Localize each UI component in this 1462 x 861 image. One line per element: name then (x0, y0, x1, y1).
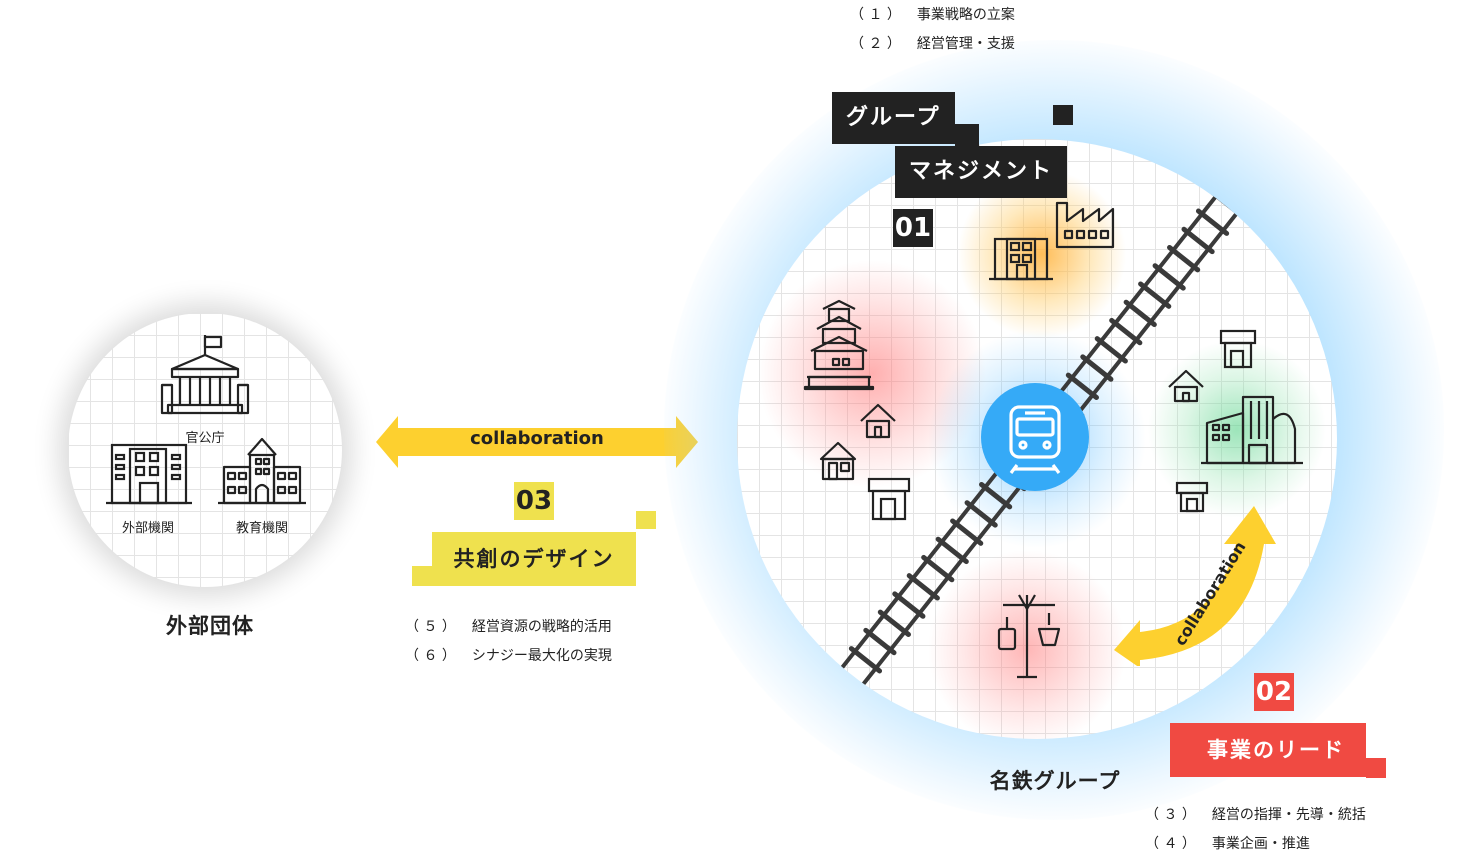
railway-tie (950, 518, 984, 546)
meitetsu-group-circle (737, 139, 1337, 739)
management-title-line2: マネジメント (895, 146, 1068, 198)
management-title-line1: グループ (832, 92, 955, 144)
management-label-accent (955, 124, 979, 146)
management-accent-square (1053, 105, 1073, 125)
railway-tie (1167, 245, 1201, 273)
external-orgs-circle: 官公庁 外部機関 教育機関 (68, 313, 342, 587)
group-icons (803, 190, 1303, 692)
house-icon (819, 441, 857, 481)
train-icon (981, 383, 1089, 491)
list-item: （ ３ ） 経営の指揮・先導・統括 (1145, 807, 1366, 823)
castle-icon (803, 299, 875, 391)
building-icon (1201, 395, 1303, 465)
shop-icon (1219, 329, 1257, 369)
railway-tie (1123, 299, 1157, 328)
section-number-03: 03 (514, 482, 554, 520)
house-icon (1168, 369, 1204, 403)
shop-icon (867, 477, 911, 521)
ropeway-icon (997, 594, 1061, 679)
design-label-accent (412, 566, 436, 586)
railway-tie (892, 591, 926, 619)
lead-label-accent (1366, 758, 1386, 778)
edu-label: 教育機関 (235, 521, 288, 536)
house-icon (860, 403, 896, 439)
lead-title: 事業のリード (1207, 738, 1345, 762)
railway-tie (906, 573, 940, 601)
management-items: （ １ ） 事業戦略の立案 （ ２ ） 経営管理・支援 (850, 1, 1015, 59)
collaboration-arrow-curved (1114, 506, 1276, 666)
railway-tie (964, 500, 998, 528)
railway-tie (1210, 190, 1244, 218)
shop-icon (1175, 481, 1209, 513)
school-icon (218, 437, 306, 505)
list-item: （ １ ） 事業戦略の立案 (850, 7, 1015, 23)
railway-tie (921, 554, 955, 583)
design-accent-square (636, 511, 656, 529)
list-item: （ ２ ） 経営管理・支援 (850, 36, 1015, 52)
lead-items: （ ３ ） 経営の指揮・先導・統括 （ ４ ） 事業企画・推進 (1145, 801, 1366, 859)
railway-tie (935, 536, 969, 565)
list-item: （ ６ ） シナジー最大化の実現 (405, 648, 612, 664)
railway-tie (1152, 263, 1186, 291)
railway-tie (834, 664, 868, 692)
list-item: （ ４ ） 事業企画・推進 (1145, 836, 1310, 852)
design-title: 共創のデザイン (453, 547, 615, 571)
gov-label: 官公庁 (185, 431, 225, 446)
railway-tie (863, 627, 897, 656)
group-title: 名鉄グループ (989, 769, 1121, 793)
railway-tie (1138, 281, 1172, 309)
railway-tie (1195, 208, 1230, 236)
section-number-01: 01 (893, 209, 933, 247)
railway-tie (1080, 354, 1114, 382)
external-icons (106, 335, 306, 505)
list-item: （ ５ ） 経営資源の戦略的活用 (405, 619, 612, 635)
design-items: （ ５ ） 経営資源の戦略的活用 （ ６ ） シナジー最大化の実現 (405, 613, 612, 671)
government-building-icon (160, 335, 250, 415)
railway-tie (979, 482, 1013, 510)
office-building-icon (106, 443, 192, 505)
railway-tie (1109, 317, 1143, 346)
external-title: 外部団体 (166, 614, 254, 638)
lead-label-bg (1170, 723, 1366, 777)
collaboration-arrow (376, 416, 698, 468)
railway-tie (1181, 226, 1215, 255)
factory-icon (1055, 201, 1115, 249)
railway-tie (1065, 372, 1099, 400)
ext-org-label: 外部機関 (121, 521, 174, 536)
railway-tie (1094, 336, 1128, 364)
collaboration-label: collaboration (470, 428, 604, 449)
office-building-icon (989, 237, 1053, 281)
design-label-bg (432, 532, 636, 586)
railway-tie (877, 609, 911, 637)
section-number-02: 02 (1254, 673, 1294, 711)
railway-tie (848, 646, 883, 674)
